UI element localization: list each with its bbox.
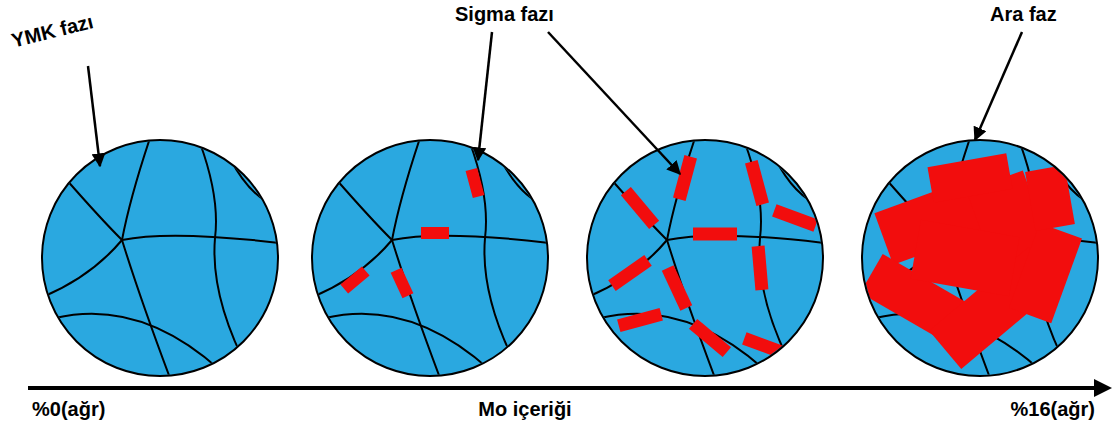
axis-arrow xyxy=(28,379,1112,397)
grain-circle xyxy=(310,138,550,378)
phase-label: YMK fazı xyxy=(9,10,95,52)
phase-label: Ara faz xyxy=(990,3,1057,26)
phase-label: Sigma fazı xyxy=(455,3,554,26)
axis-label: %16(ağr) xyxy=(1011,398,1095,421)
grain-circle xyxy=(40,138,280,378)
axis-title: Mo içeriği xyxy=(478,398,571,421)
grain-circle xyxy=(860,138,1100,378)
axis-label: %0(ağr) xyxy=(32,398,105,421)
grain-circle xyxy=(585,138,825,378)
leader-arrows xyxy=(88,32,1022,174)
